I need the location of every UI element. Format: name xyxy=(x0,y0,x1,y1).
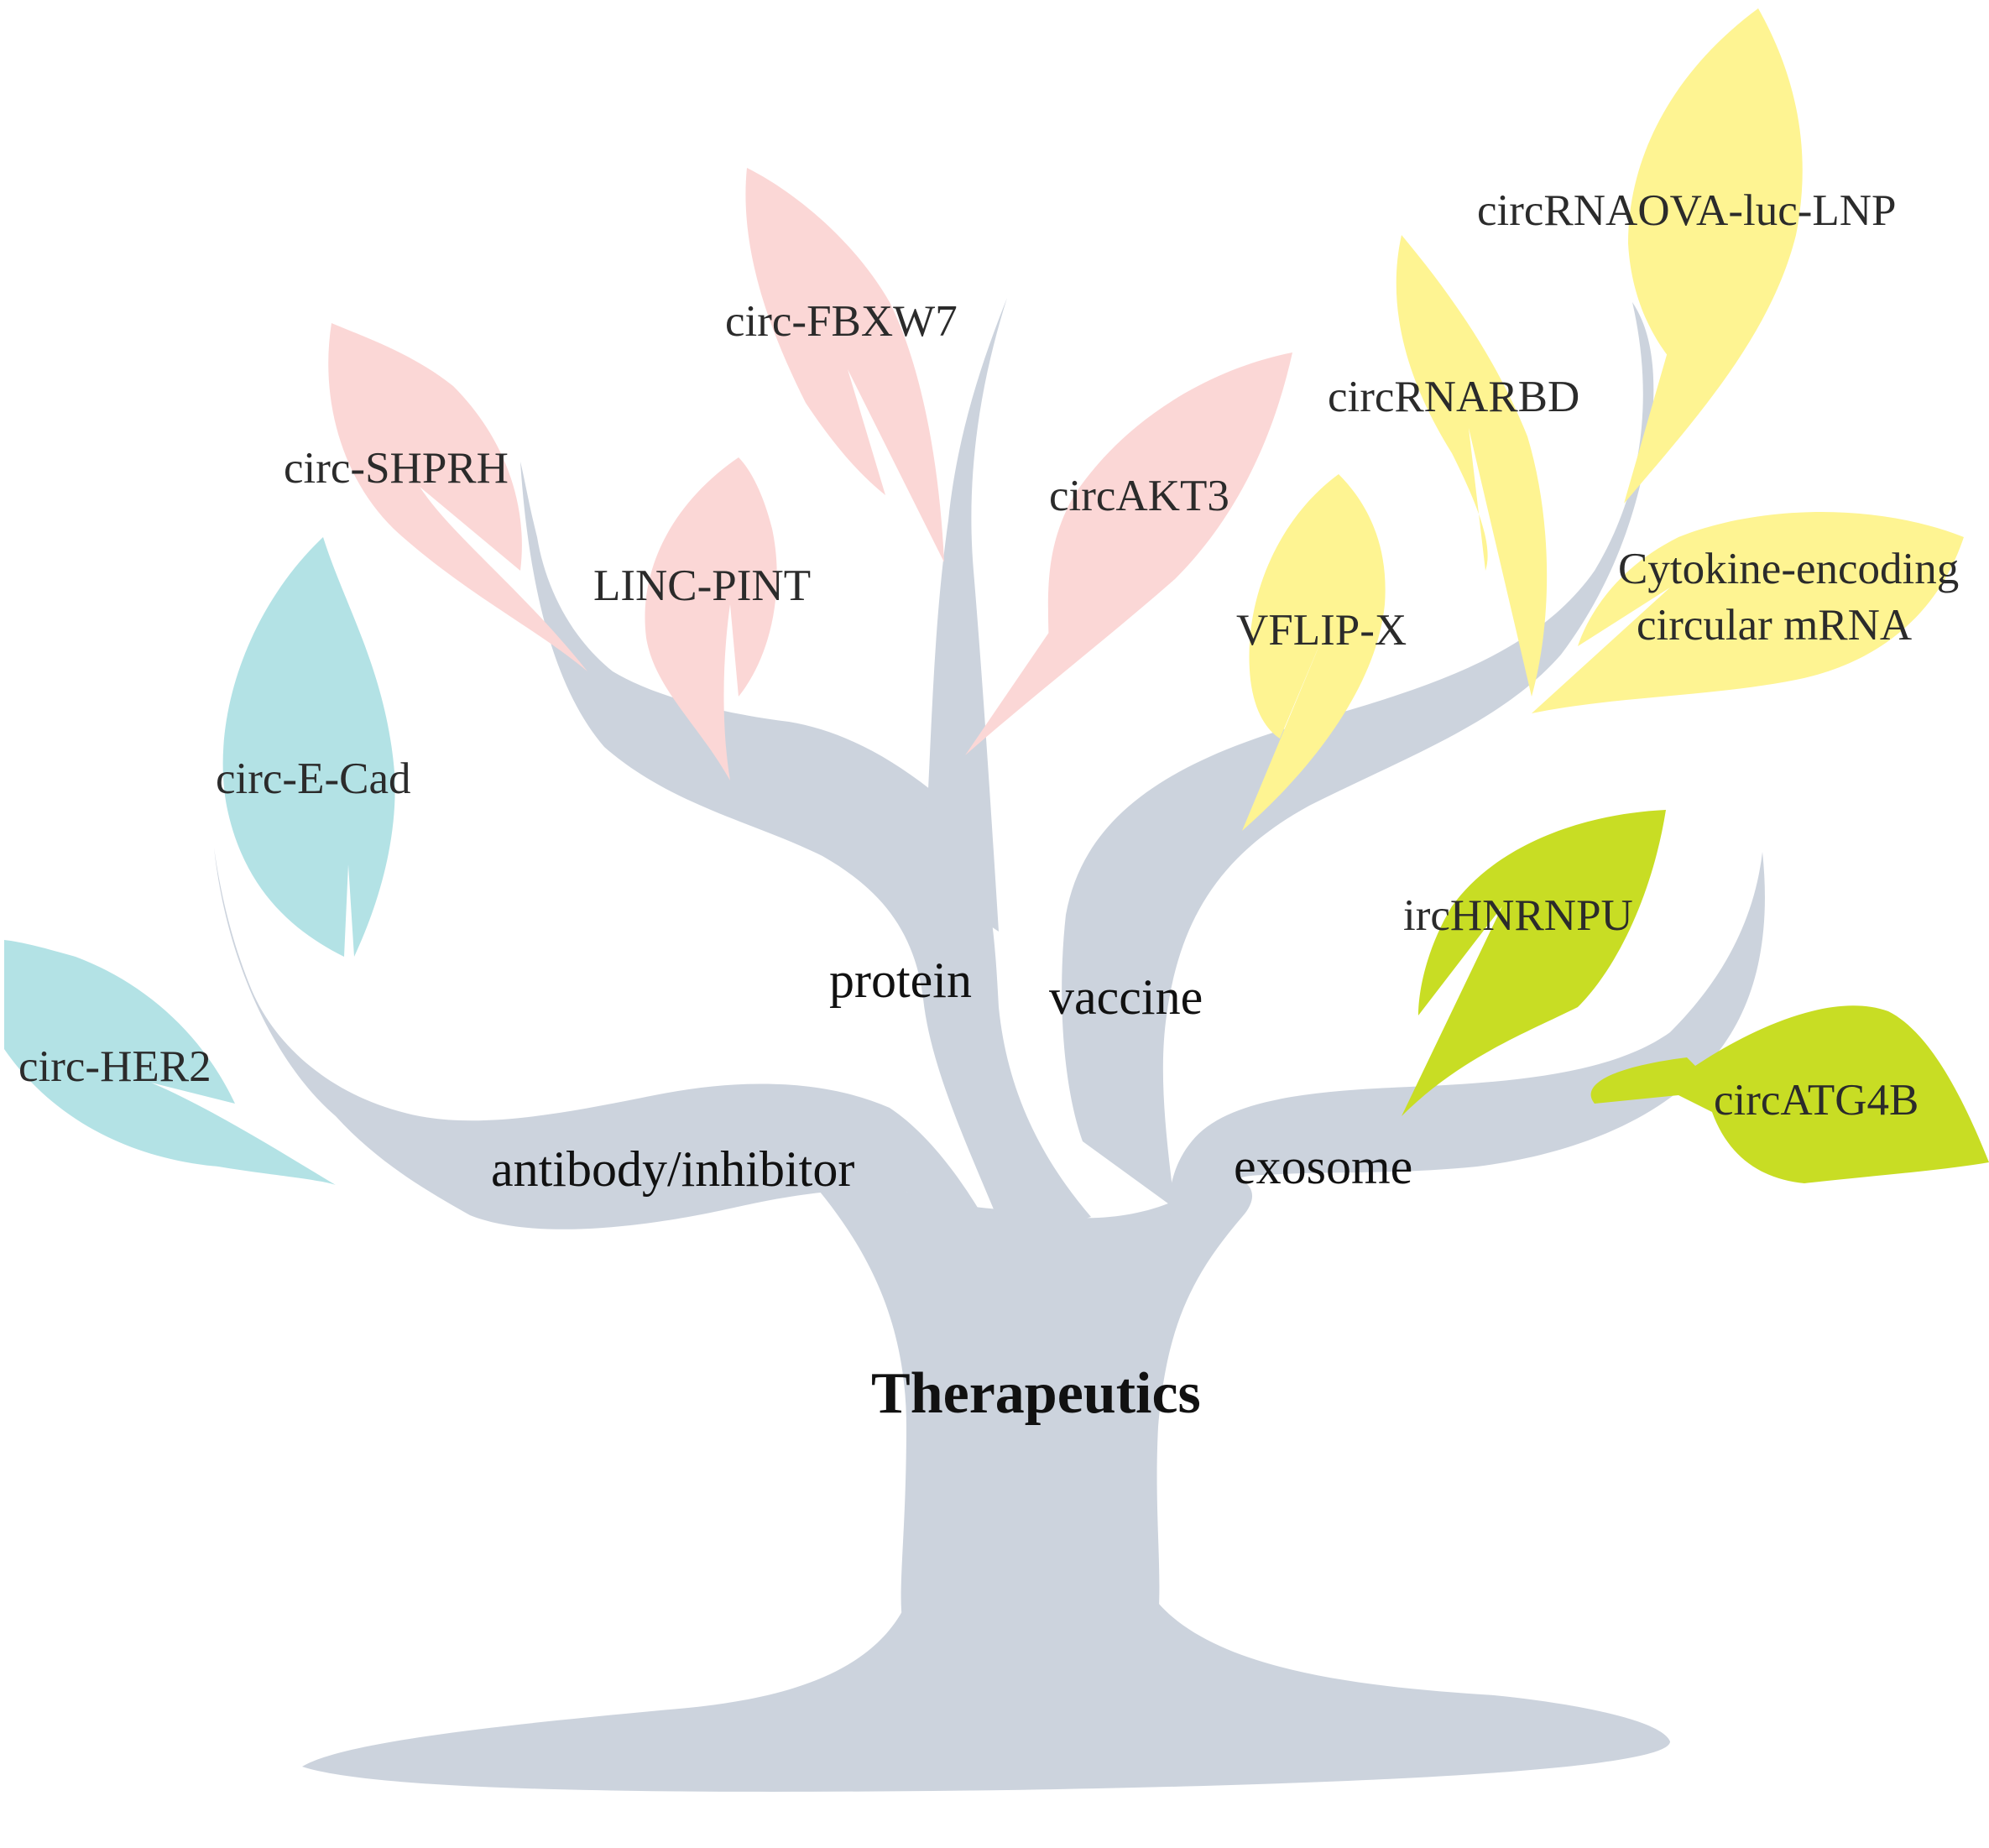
label-circatg4b: circATG4B xyxy=(1714,1076,1919,1125)
tree xyxy=(214,298,1765,1792)
label-circ-her2: circ-HER2 xyxy=(18,1042,211,1091)
branch-antibody-inhibitor xyxy=(214,848,1015,1276)
leaf-circ-her2 xyxy=(4,940,336,1185)
branch-center-top xyxy=(923,298,1007,932)
branch-exosome xyxy=(1169,852,1765,1217)
label-vaccine: vaccine xyxy=(1049,969,1203,1025)
label-vflip-x: VFLIP-X xyxy=(1236,606,1407,655)
tree-trunk xyxy=(806,1168,1253,1620)
branch-protein xyxy=(520,462,1091,1242)
leaf-circ-shprh xyxy=(328,323,587,671)
leaf-irchnrnpu xyxy=(1402,810,1666,1116)
branch-vaccine xyxy=(1062,302,1654,1209)
leaves xyxy=(4,8,1989,1185)
label-circular-mrna: circular mRNA xyxy=(1637,601,1912,650)
label-irchnrnpu: ircHNRNPU xyxy=(1403,891,1633,940)
label-therapeutics: Therapeutics xyxy=(871,1361,1201,1426)
label-linc-pint: LINC-PINT xyxy=(593,561,811,610)
leaf-linc-pint xyxy=(645,457,777,780)
leaf-circrnarbd xyxy=(1396,235,1548,697)
label-circ-e-cad: circ-E-Cad xyxy=(216,754,410,803)
leaf-cytokine-encoding xyxy=(1532,512,1964,713)
leaf-circrnaova-luc-lnp xyxy=(1624,8,1803,504)
label-cytokine-encoding: Cytokine-encoding xyxy=(1618,545,1959,593)
label-circ-shprh: circ-SHPRH xyxy=(284,444,509,493)
label-protein: protein xyxy=(829,953,972,1008)
leaf-circ-e-cad xyxy=(222,537,395,957)
label-antibody-inhibitor: antibody/inhibitor xyxy=(491,1141,854,1197)
branch-labels: protein vaccine antibody/inhibitor exoso… xyxy=(491,953,1412,1197)
tree-base xyxy=(302,1603,1670,1792)
leaf-circ-fbxw7 xyxy=(745,168,944,562)
leaf-vflip-x xyxy=(1242,474,1386,831)
label-circrnarbd: circRNARBD xyxy=(1328,373,1579,421)
leaf-circakt3 xyxy=(965,352,1292,755)
label-exosome: exosome xyxy=(1234,1139,1412,1194)
leaf-circatg4b xyxy=(1590,1005,1989,1183)
label-circrnaova-luc-lnp: circRNAOVA-luc-LNP xyxy=(1477,186,1897,235)
label-circ-fbxw7: circ-FBXW7 xyxy=(725,297,958,346)
label-circakt3: circAKT3 xyxy=(1049,472,1229,520)
leaf-labels: circRNAOVA-luc-LNP circ-FBXW7 circRNARBD… xyxy=(18,186,1959,1125)
